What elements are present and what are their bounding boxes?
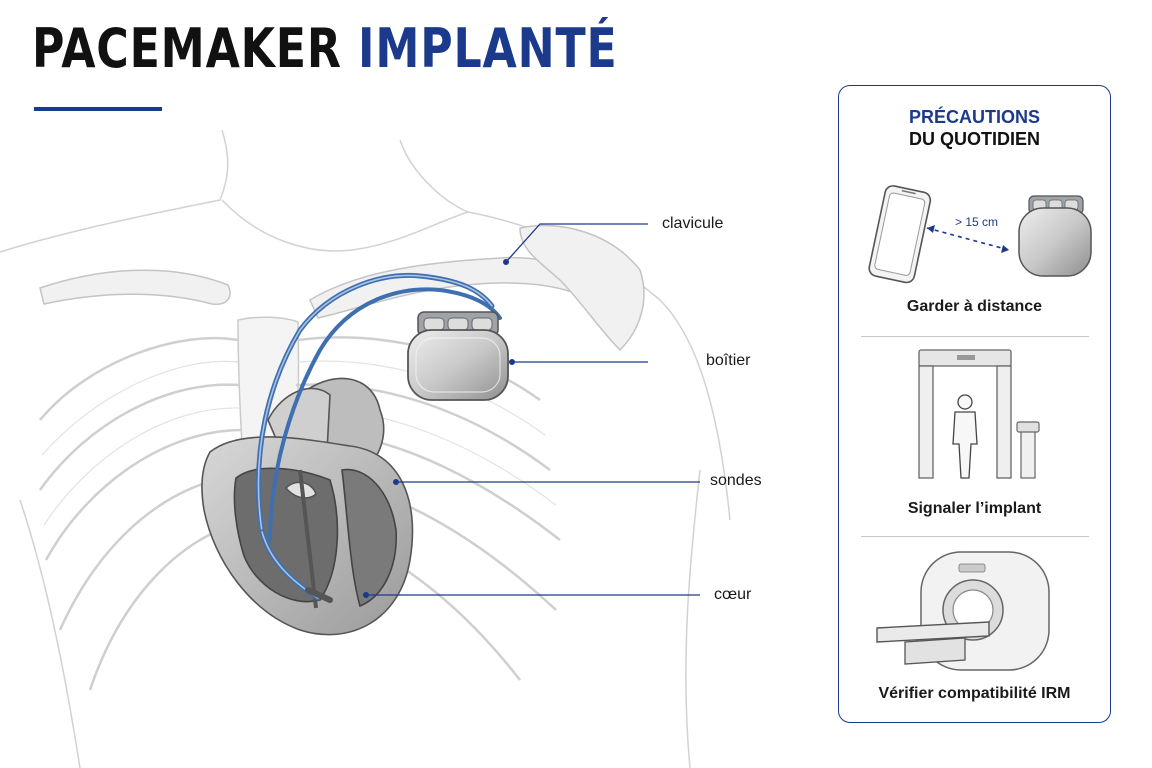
callout-lines <box>366 223 700 596</box>
security-portal-icon <box>918 349 1040 479</box>
distance-note: > 15 cm <box>955 215 999 229</box>
page-title: PACEMAKER IMPLANTÉ <box>32 22 618 76</box>
precaution-label-implant: Signaler l’implant <box>907 500 1042 517</box>
pacemaker-leads <box>255 272 502 601</box>
anatomy-illustration <box>0 129 731 768</box>
panel-divider-2 <box>861 536 1089 537</box>
lead-tip <box>305 587 333 603</box>
precaution-label-irm: Vérifier compatibilité IRM <box>878 685 1071 702</box>
label-clavicule: clavicule <box>662 215 724 232</box>
panel-title-line-2: DU QUOTIDIEN <box>908 129 1040 149</box>
precautions-panel: PRÉCAUTIONS DU QUOTIDIEN > 15 cm Garder … <box>838 85 1111 723</box>
phone-pacemaker-distance-icon <box>868 185 1092 284</box>
label-coeur: cœur <box>714 586 752 603</box>
panel-title-line-1: PRÉCAUTIONS <box>908 107 1040 127</box>
clavicle-bones <box>39 224 645 352</box>
heart <box>201 377 414 636</box>
mri-scanner-icon <box>876 551 1050 671</box>
label-sondes: sondes <box>710 472 762 489</box>
label-boitier: boîtier <box>706 352 751 369</box>
callout-dots <box>363 259 515 598</box>
panel-divider-1 <box>861 336 1089 337</box>
torso-outline <box>0 129 731 768</box>
pacemaker-device <box>407 311 509 401</box>
title-part-2: IMPLANTÉ <box>358 17 618 80</box>
precaution-label-distance: Garder à distance <box>906 298 1043 315</box>
title-part-1: PACEMAKER <box>32 17 342 80</box>
title-underline <box>34 107 162 111</box>
